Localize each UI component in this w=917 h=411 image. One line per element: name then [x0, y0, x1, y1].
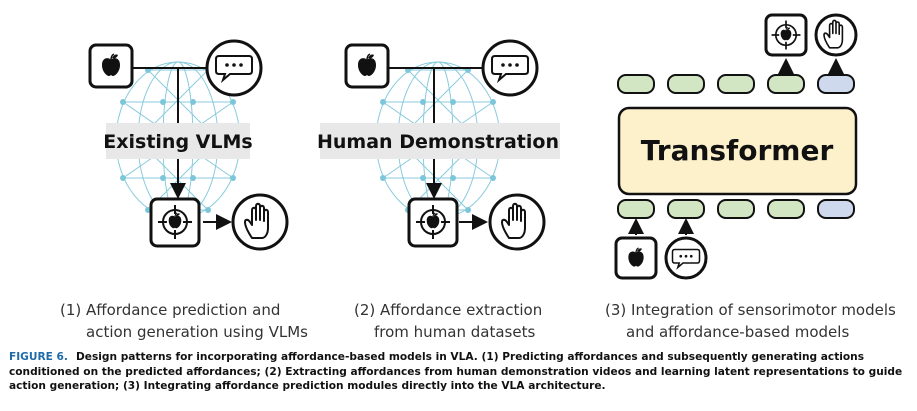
- token: [717, 74, 755, 94]
- token: [617, 74, 655, 94]
- caption-text: Design patterns for incorporating afford…: [9, 351, 903, 392]
- token: [767, 74, 805, 94]
- transformer-block: [617, 106, 858, 196]
- figure-label: FIGURE 6.: [9, 351, 68, 363]
- action-output-circle: [488, 193, 546, 251]
- human-demo-label-box: [320, 123, 560, 159]
- panel-3-caption-line1: (3) Integration of sensorimotor models: [605, 301, 896, 319]
- action-output-circle: [231, 193, 289, 251]
- panel-1-caption-line2: action generation using VLMs: [86, 323, 308, 341]
- panel-3: Transformer (3) Integration of sensorimo…: [605, 13, 896, 341]
- output-tokens: [617, 74, 855, 94]
- vlm-label-box: [106, 123, 250, 159]
- transformer-label: Transformer: [641, 134, 834, 167]
- panel-2: Human Demonstration (2) Affordance extra…: [317, 39, 560, 341]
- panel-1: Existing VLMs (1) Affordance prediction …: [60, 39, 308, 341]
- token: [617, 199, 655, 219]
- panel-2-caption-line1: (2) Affordance extraction: [354, 301, 542, 319]
- token-blue: [817, 199, 855, 219]
- language-input-circle: [481, 39, 539, 97]
- vlm-label: Existing VLMs: [103, 131, 252, 153]
- panel-2-caption-line2: from human datasets: [374, 323, 535, 341]
- language-input-circle: [205, 39, 263, 97]
- token: [667, 199, 705, 219]
- panel-3-caption-line2: and affordance-based models: [626, 323, 849, 341]
- human-demo-label: Human Demonstration: [317, 131, 559, 153]
- action-output-circle: [814, 13, 858, 57]
- token: [717, 199, 755, 219]
- figure-caption: FIGURE 6.Design patterns for incorporati…: [9, 350, 909, 394]
- token: [667, 74, 705, 94]
- input-tokens: [617, 199, 855, 219]
- token: [767, 199, 805, 219]
- language-input-circle: [664, 236, 708, 280]
- token-blue: [817, 74, 855, 94]
- panel-1-caption-line1: (1) Affordance prediction and: [60, 301, 280, 319]
